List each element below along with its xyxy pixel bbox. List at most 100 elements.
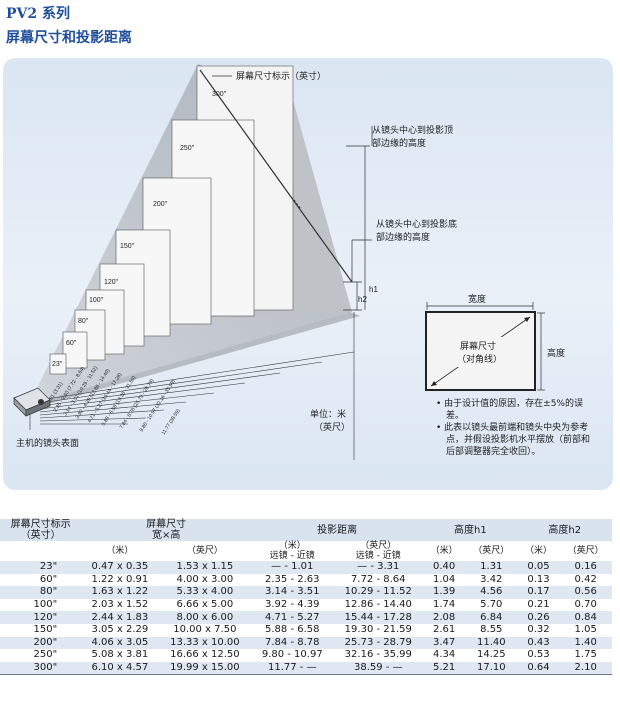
table-cell: 4.34 [423,649,466,662]
screen-inset [425,302,545,391]
table-cell: 200" [0,636,82,650]
label-150: 150" [120,243,135,250]
table-cell: 6.10 x 4.57 [81,661,159,675]
col-dimensions: 屏幕尺寸宽×高 [81,519,252,541]
sub-h1-m: （米） [423,541,466,561]
table-cell: 8.55 [465,623,518,637]
section-title: 屏幕尺寸和投影距离 [6,30,132,46]
table-cell: 300" [0,661,82,675]
table-cell: 0.84 [559,611,612,624]
col-screen-size: 屏幕尺寸标示（英寸） [0,519,82,541]
diagonal-label-2: （对角线） [457,353,502,365]
table-cell: 2.03 x 1.52 [81,598,159,612]
series-title: PV2 系列 [6,6,71,22]
table-cell: 4.56 [465,586,518,599]
table-cell: 14.25 [465,649,518,662]
unit-label-ft: （英尺） [314,421,350,433]
label-80: 80" [78,318,89,325]
table-cell: 3.92 - 4.39 [251,598,334,612]
table-cell: 0.17 [517,586,560,599]
height-label: 高度 [547,347,565,359]
bottom-edge-label-2: 部边缘的高度 [376,231,430,243]
sub-ft: （英尺） [158,541,252,561]
table-cell: 4.06 x 3.05 [81,636,159,650]
distance-lines [39,312,355,460]
sub-blank [0,541,82,561]
note-1b: 差。 [446,409,464,421]
table-cell: 10.00 x 7.50 [158,623,252,637]
note-2a: • 此表以镜头最前端和镜头中央为参考 [436,421,588,433]
table-cell: 13.33 x 10.00 [158,636,252,650]
table-cell: 19.30 - 21.59 [333,623,424,637]
label-300: 300" [212,91,227,98]
table-cell: 1.40 [559,636,612,650]
table-cell: 0.13 [517,573,560,587]
table-cell: 5.21 [423,661,466,675]
sub-h2-m: （米） [517,541,560,561]
label-100: 100" [89,297,104,304]
table-cell: 0.70 [559,598,612,612]
table-cell: 0.32 [517,623,560,637]
table-cell: 5.88 - 6.58 [251,623,334,637]
table-cell: 1.39 [423,586,466,599]
table-cell: 2.35 - 2.63 [251,573,334,587]
table-cell: 0.64 [517,661,560,675]
lens-surface-label: 主机的镜头表面 [16,437,79,449]
table-cell: 5.08 x 3.81 [81,649,159,662]
table-cell: 10.29 - 11.52 [333,586,424,599]
table-cell: — - 1.01 [251,561,334,574]
table-cell: 8.00 x 6.00 [158,611,252,624]
screen-60 [62,331,88,369]
col-h1: 高度h1 [423,519,518,541]
top-edge-label-1: 从镜头中心到投影顶 [372,124,453,136]
table-cell: 0.21 [517,598,560,612]
table-cell: 1.53 x 1.15 [158,561,252,574]
table-cell: 19.99 x 15.00 [158,661,252,675]
label-23: 23" [52,361,63,368]
sub-m: （米） [81,541,159,561]
table-cell: 0.42 [559,573,612,587]
sub-dist-m: （米）远镜 - 近镜 [251,541,334,561]
projection-diagram: 300" 250" 200" 150" 120" 100" 80" 60" 23… [13,64,590,460]
unit-label: 单位：米 [310,408,346,420]
table-cell: 2.44 x 1.83 [81,611,159,624]
table-cell: 3.14 - 3.51 [251,586,334,599]
label-200: 200" [153,201,168,208]
table-cell: 23" [0,561,82,574]
table-cell: 60" [0,573,82,587]
width-label: 宽度 [468,293,486,305]
table-cell: 25.73 - 28.79 [333,636,424,650]
table-cell: 1.31 [465,561,518,574]
table-cell: 0.16 [559,561,612,574]
table-cell: 4.00 x 3.00 [158,573,252,587]
table-cell: 11.77 - — [251,661,334,675]
table-cell: 4.71 - 5.27 [251,611,334,624]
table-cell: 1.63 x 1.22 [81,586,159,599]
table-cell: 80" [0,586,82,599]
table-cell: 0.40 [423,561,466,574]
table-cell: 0.26 [517,611,560,624]
note-2c: 后部调整器完全收回）。 [446,445,541,457]
table-cell: 1.74 [423,598,466,612]
note-2b: 点，并假设投影机水平摆放（前部和 [446,433,590,445]
projection-table: 屏幕尺寸标示（英寸） 屏幕尺寸宽×高 投影距离 高度h1 高度h2 （米） （英… [0,519,612,675]
table-cell: 1.04 [423,573,466,587]
table-cell: 1.05 [559,623,612,637]
sub-dist-ft: （英尺）远镜 - 近镜 [333,541,424,561]
table-cell: 0.56 [559,586,612,599]
table-cell: 2.61 [423,623,466,637]
table-cell: 15.44 - 17.28 [333,611,424,624]
table-cell: 7.72 - 8.64 [333,573,424,587]
h2-label: h2 [358,295,367,304]
svg-text:11.77 (38.59): 11.77 (38.59) [161,408,182,436]
col-h2: 高度h2 [517,519,612,541]
table-cell: 3.42 [465,573,518,587]
table-cell: 0.05 [517,561,560,574]
